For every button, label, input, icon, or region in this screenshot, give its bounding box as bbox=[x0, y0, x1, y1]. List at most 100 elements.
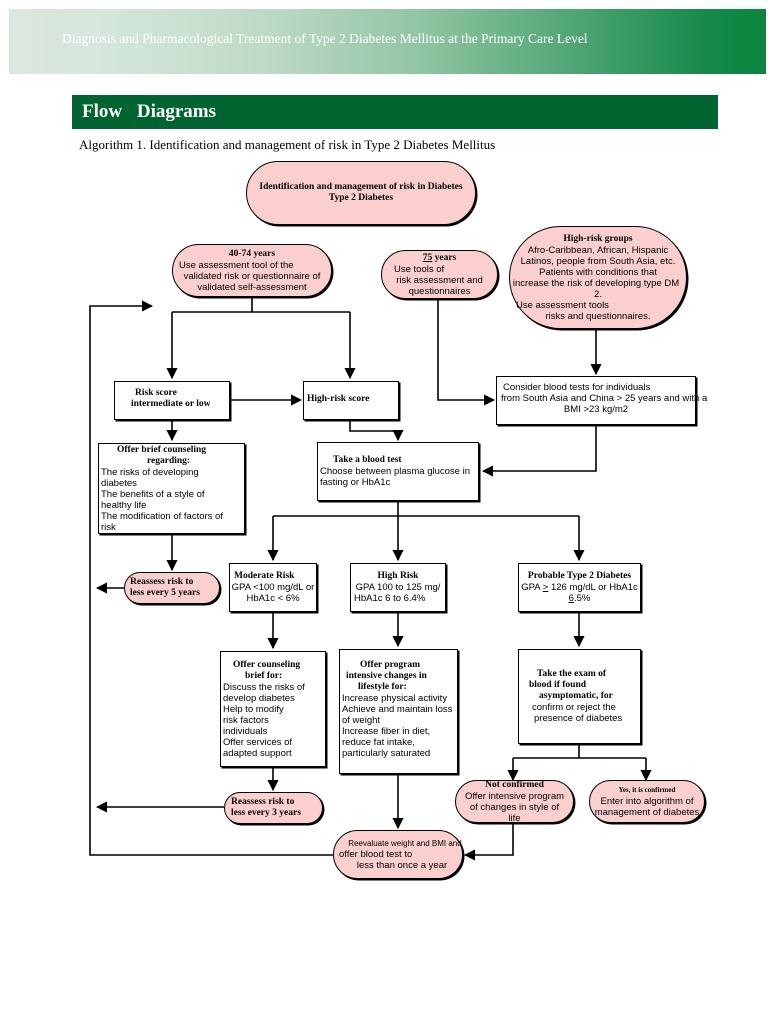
consider-line: Consider blood tests for individuals bbox=[503, 382, 651, 393]
probable-line1-suffix: 126 mg/dL or HbA1c bbox=[548, 582, 638, 593]
groups-line: Afro-Caribbean, African, Hispanic bbox=[527, 244, 669, 256]
node-start: Identification and management of risk in… bbox=[246, 161, 476, 225]
age-75-line: questionnaires bbox=[408, 285, 471, 297]
intensive-line: Increase fiber in diet, bbox=[342, 726, 431, 737]
not-confirmed-line: Offer intensive program bbox=[464, 790, 565, 802]
brief-counseling-line: The modification of factors of bbox=[101, 511, 223, 522]
confirmed-line: Enter into algorithm of bbox=[600, 796, 694, 807]
probable-line2-suffix: .5% bbox=[573, 593, 591, 604]
brief-counseling-line: diabetes bbox=[101, 478, 137, 489]
start-title: Identification and management of risk in… bbox=[259, 182, 463, 192]
groups-line: Latinos, people from South Asia, etc. bbox=[520, 255, 676, 267]
node-age-40-74: 40-74 years Use assessment tool of the v… bbox=[172, 244, 332, 297]
connector-consider-to-bloodtest bbox=[481, 425, 597, 477]
groups-line: increase the risk of developing type DM bbox=[512, 277, 680, 289]
blood-test-title: Take a blood test bbox=[333, 455, 402, 465]
consider-line: BMI >23 kg/m2 bbox=[563, 404, 629, 415]
probable-title: Probable Type 2 Diabetes bbox=[527, 571, 632, 581]
start-subtitle: Type 2 Diabetes bbox=[328, 193, 394, 203]
reassess-3-line: less every 3 years bbox=[231, 808, 301, 818]
confirmed-title: Yes, it is confirmed bbox=[618, 786, 676, 794]
age-40-74-line: validated self-assessment bbox=[197, 281, 307, 293]
connector-loop-back bbox=[89, 300, 333, 856]
not-confirmed-line: of changes in style of bbox=[469, 801, 560, 813]
high-risk-title: High Risk bbox=[377, 571, 419, 581]
reassess-5-line: Reassess risk to bbox=[130, 577, 194, 587]
counseling-brief-line: develop diabetes bbox=[223, 693, 295, 704]
groups-line: Patients with conditions that bbox=[539, 266, 657, 278]
exam-title: blood if found bbox=[529, 680, 587, 690]
brief-counseling-title: regarding: bbox=[147, 456, 191, 466]
brief-counseling-line: healthy life bbox=[101, 500, 147, 511]
high-risk-line: GPA 100 to 125 mg/ bbox=[355, 582, 441, 593]
section-title: Flow Diagrams bbox=[82, 101, 217, 122]
moderate-risk-line: GPA <100 mg/dL or bbox=[231, 582, 315, 593]
moderate-risk-title: Moderate Risk bbox=[234, 571, 295, 581]
intensive-title: intensive changes in bbox=[346, 671, 427, 681]
intensive-title: lifestyle for: bbox=[358, 682, 407, 692]
brief-counseling-line: The benefits of a style of bbox=[101, 489, 205, 500]
banner-title: Diagnosis and Pharmacological Treatment … bbox=[62, 31, 588, 46]
counseling-brief-line: Offer services of bbox=[223, 737, 292, 748]
age-40-74-line: Use assessment tool of the bbox=[179, 259, 294, 271]
node-reassess-5-years: Reassess risk to less every 5 years bbox=[124, 572, 220, 604]
node-not-confirmed: Not confirmed Offer intensive program of… bbox=[455, 779, 574, 824]
reevaluate-line: offer blood test to bbox=[339, 849, 413, 860]
brief-counseling-title: Offer brief counseling bbox=[117, 445, 207, 455]
node-brief-counseling: Offer brief counseling regarding: The ri… bbox=[98, 443, 245, 534]
groups-title: High-risk groups bbox=[563, 233, 633, 244]
blood-test-line: fasting or HbA1c bbox=[320, 477, 391, 488]
node-confirmed: Yes, it is confirmed Enter into algorith… bbox=[589, 780, 705, 823]
node-high-risk: High Risk GPA 100 to 125 mg/ HbA1c 6 to … bbox=[350, 563, 446, 612]
probable-gte-symbol: > bbox=[542, 582, 549, 593]
blood-test-line: Choose between plasma glucose in bbox=[320, 466, 470, 477]
confirmed-line: management of diabetes bbox=[594, 807, 700, 818]
counseling-brief-line: Discuss the risks of bbox=[223, 682, 305, 693]
node-reevaluate: Reevaluate weight and BMI and offer bloo… bbox=[333, 830, 463, 879]
not-confirmed-title: Not confirmed bbox=[485, 779, 544, 790]
node-probable-type2: Probable Type 2 Diabetes GPA > 126 mg/dL… bbox=[518, 563, 641, 612]
node-high-risk-score: High-risk score bbox=[303, 381, 399, 420]
groups-line: 2. bbox=[594, 288, 602, 300]
reassess-5-line: less every 5 years bbox=[130, 588, 200, 598]
counseling-brief-line: adapted support bbox=[223, 748, 292, 759]
node-moderate-risk: Moderate Risk GPA <100 mg/dL or HbA1c < … bbox=[229, 563, 317, 612]
header-banner: Diagnosis and Pharmacological Treatment … bbox=[9, 9, 766, 74]
intensive-line: particularly saturated bbox=[342, 748, 431, 759]
age-75-line: Use tools of bbox=[394, 263, 445, 275]
counseling-brief-line: Help to modify bbox=[223, 704, 284, 715]
age-75-suffix: years bbox=[432, 252, 457, 263]
risk-low-line: intermediate or low bbox=[131, 399, 211, 409]
counseling-brief-title: brief for: bbox=[245, 671, 283, 681]
reevaluate-line: less than once a year bbox=[356, 860, 448, 871]
intensive-line: Achieve and maintain loss bbox=[342, 704, 453, 715]
intensive-line: of weight bbox=[342, 715, 381, 726]
age-40-74-title: 40-74 years bbox=[228, 248, 276, 259]
probable-line2-sym: 6 bbox=[568, 593, 574, 604]
counseling-brief-line: risk factors bbox=[223, 715, 269, 726]
intensive-title: Offer program bbox=[360, 660, 421, 670]
exam-title: asymptomatic, for bbox=[539, 691, 613, 701]
risk-low-line: Risk score bbox=[135, 388, 177, 398]
node-intensive-program: Offer program intensive changes in lifes… bbox=[339, 649, 458, 774]
node-take-blood-test: Take a blood test Choose between plasma … bbox=[317, 442, 479, 501]
moderate-risk-line: HbA1c < 6% bbox=[246, 593, 300, 604]
node-counseling-brief: Offer counseling brief for: Discuss the … bbox=[220, 651, 326, 767]
brief-counseling-line: The risks of developing bbox=[101, 467, 199, 478]
not-confirmed-line: life bbox=[508, 812, 521, 824]
high-risk-line: HbA1c 6 to 6.4% bbox=[354, 593, 426, 604]
age-75-line: risk assessment and bbox=[396, 274, 483, 286]
algorithm-caption: Algorithm 1. Identification and manageme… bbox=[79, 137, 496, 152]
exam-line: confirm or reject the bbox=[532, 702, 616, 713]
counseling-brief-title: Offer counseling bbox=[233, 660, 301, 670]
high-risk-score-title: High-risk score bbox=[307, 394, 370, 404]
node-consider-blood-tests: Consider blood tests for individuals fro… bbox=[496, 376, 708, 425]
intensive-line: reduce fat intake, bbox=[342, 737, 415, 748]
groups-line: Use assessment tools bbox=[516, 299, 609, 311]
reevaluate-line: Reevaluate weight and BMI and bbox=[348, 839, 462, 848]
node-exam-blood: Take the exam of blood if found asymptom… bbox=[518, 649, 641, 744]
consider-line: from South Asia and China > 25 years and… bbox=[501, 393, 708, 404]
reassess-3-line: Reassess risk to bbox=[231, 797, 295, 807]
section-bar: Flow Diagrams bbox=[72, 95, 718, 129]
